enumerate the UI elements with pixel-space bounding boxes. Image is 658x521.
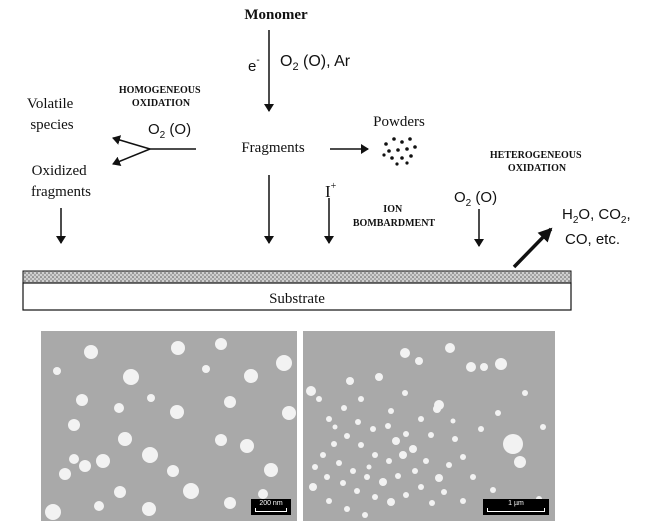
volatile-products-label-line2: CO, etc. <box>565 231 620 248</box>
plasma-gas-label: O2 (O), Ar <box>280 53 351 73</box>
sem-image-right <box>303 331 555 521</box>
scale-bar-right: 1 µm <box>483 499 549 515</box>
products-release-arrow <box>512 227 553 269</box>
powder-particles <box>382 137 417 166</box>
scale-bar-left: 200 nm <box>251 499 291 515</box>
oxidized-fragments-arrow <box>112 148 151 167</box>
monomer-label: Monomer <box>244 7 308 23</box>
sem-micrograph-right: 1 µm <box>303 331 555 521</box>
heterogeneous-o2-label: O2 (O) <box>454 189 497 209</box>
sem-micrograph-left: 200 nm <box>41 331 297 521</box>
powders-label: Powders <box>373 114 425 130</box>
scale-bar-right-label: 1 µm <box>508 500 524 507</box>
electron-label: e- <box>248 55 260 75</box>
ion-bombardment-label: ION BOMBARDMENT <box>353 204 436 229</box>
fragments-label: Fragments <box>241 140 304 156</box>
homogeneous-oxidation-label: HOMOGENEOUS OXIDATION <box>119 85 203 109</box>
volatile-species-arrow <box>112 135 151 150</box>
substrate-block <box>22 282 572 311</box>
ion-label: I+ <box>325 181 337 201</box>
oxidized-fragments-label: Oxidized fragments <box>31 163 91 200</box>
heterogeneous-oxidation-label: HETEROGENEOUS OXIDATION <box>490 150 584 174</box>
volatile-species-label: Volatile species <box>27 96 77 133</box>
homogeneous-o2-label: O2 (O) <box>148 121 191 141</box>
volatile-products-label: H2O, CO2, <box>562 206 631 226</box>
substrate-label: Substrate <box>269 291 325 307</box>
sem-image-left <box>41 331 297 521</box>
deposited-film <box>22 270 572 284</box>
scale-bar-left-label: 200 nm <box>259 500 283 507</box>
